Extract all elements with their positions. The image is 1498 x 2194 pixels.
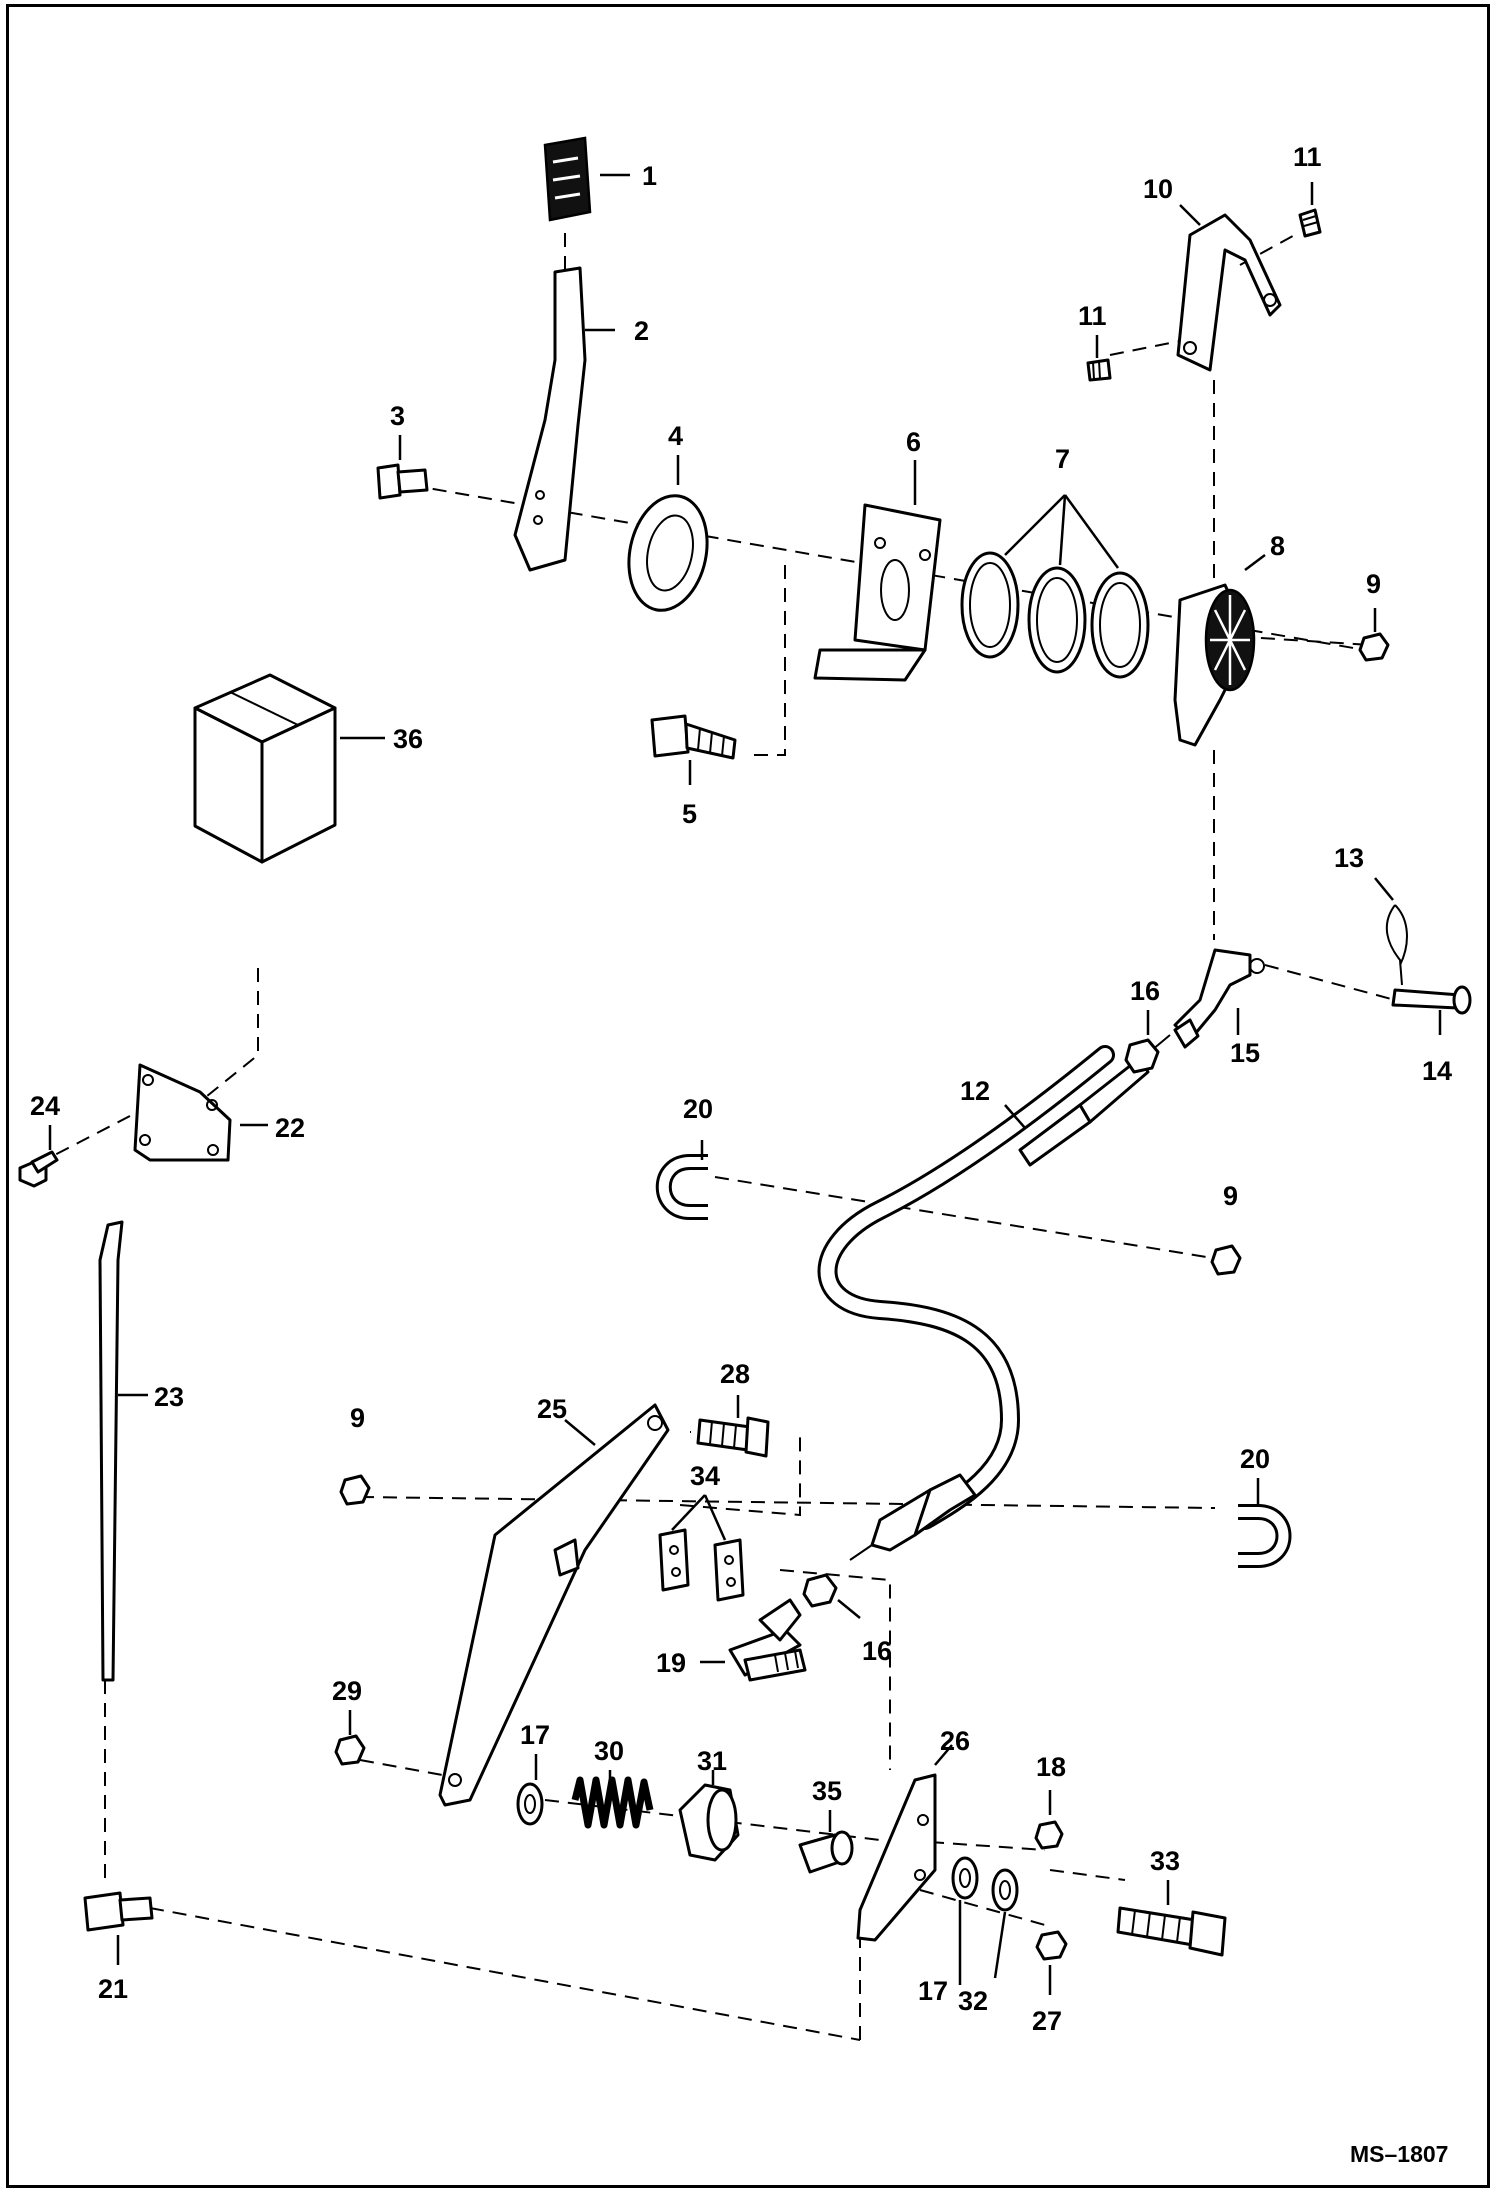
callout-25: 25 [537,1394,567,1424]
callout-19: 19 [656,1648,686,1678]
part-24-bolt [18,1150,59,1188]
diagram-frame [6,4,1490,2188]
part-26-plate [856,1773,937,1942]
part-18-nut [1034,1820,1064,1850]
part-36-box [193,673,337,864]
callout-16-b: 16 [862,1636,892,1666]
part-4-washer [627,494,709,612]
callout-32: 32 [958,1986,988,2016]
callout-labels: 1 2 3 4 5 6 7 8 9 9 9 10 11 11 12 13 14 … [30,142,1452,2036]
callout-9-b: 9 [1223,1181,1238,1211]
callout-4: 4 [668,421,683,451]
callout-27: 27 [1032,2006,1062,2036]
part-35-sleeve [798,1830,854,1874]
callout-20-b: 20 [1240,1444,1270,1474]
leader-lines [48,173,1442,1995]
callout-6: 6 [906,427,921,457]
callout-24: 24 [30,1091,60,1121]
part-25-bracket [438,1403,670,1807]
callout-29: 29 [332,1676,362,1706]
part-17-washer-b [951,1856,979,1900]
callout-14: 14 [1422,1056,1452,1086]
part-28-bolt [696,1416,770,1458]
callout-28: 28 [720,1359,750,1389]
callout-9-c: 9 [350,1403,365,1433]
part-6-bracket [813,503,942,682]
part-17-washer-a [516,1782,544,1826]
callout-30: 30 [594,1736,624,1766]
callout-12: 12 [960,1076,990,1106]
part-11-screw-b [1086,358,1112,382]
part-12-cable [817,1034,1171,1561]
callout-35: 35 [812,1776,842,1806]
part-2-lever [513,266,587,572]
part-8-hub [1173,583,1256,747]
part-16-nut-a [1124,1038,1160,1074]
part-19-ball-joint [728,1598,807,1682]
part-34-spacers [658,1528,745,1602]
callout-9-a: 9 [1366,569,1381,599]
callout-11-b: 11 [1078,301,1107,331]
part-16-nut-b [802,1573,838,1608]
callout-17-a: 17 [520,1720,550,1750]
part-9-nut-b [1210,1244,1242,1276]
callout-7: 7 [1055,444,1070,474]
callout-26: 26 [940,1726,970,1756]
callout-10: 10 [1143,174,1173,204]
callout-2: 2 [634,316,649,346]
part-1-knob [543,136,592,222]
drawing-code: MS–1807 [1350,2141,1448,2167]
callout-11-a: 11 [1293,142,1322,172]
part-23-rod [98,1220,124,1682]
callout-8: 8 [1270,531,1285,561]
callout-3: 3 [390,401,405,431]
part-9-nut-a [1358,632,1390,662]
part-9-nut-c [339,1474,371,1506]
callout-36: 36 [393,724,423,754]
callout-15: 15 [1230,1038,1260,1068]
part-31-bushing [678,1783,740,1862]
part-11-screw-a [1298,208,1322,238]
part-10-bracket [1176,213,1282,372]
part-30-spring [571,1776,654,1829]
part-15-clevis [1173,948,1265,1049]
callout-33: 33 [1150,1846,1180,1876]
callout-17-b: 17 [918,1976,948,2006]
callout-1: 1 [642,161,657,191]
part-13-hairpin [1385,904,1408,986]
part-33-bolt [1116,1906,1227,1957]
part-20-ubolt-a [655,1154,708,1220]
part-27-nut [1035,1930,1068,1961]
part-21-bolt [83,1891,154,1932]
callout-13: 13 [1334,843,1364,873]
part-29-nut [334,1734,366,1766]
part-14-pin [1391,985,1472,1015]
callout-5: 5 [682,799,697,829]
callout-20-a: 20 [683,1094,713,1124]
part-20-ubolt-b [1238,1504,1292,1568]
part-5-bolt [650,714,737,760]
part-3-bolt [376,463,429,500]
callout-21: 21 [98,1974,128,2004]
callout-31: 31 [697,1746,727,1776]
part-32-washer [991,1868,1019,1912]
callout-22: 22 [275,1113,305,1143]
callout-34: 34 [690,1461,720,1491]
callout-16-a: 16 [1130,976,1160,1006]
callout-18: 18 [1036,1752,1066,1782]
part-7-rings [960,551,1150,679]
part-22-plate [133,1063,232,1162]
callout-23: 23 [154,1382,184,1412]
